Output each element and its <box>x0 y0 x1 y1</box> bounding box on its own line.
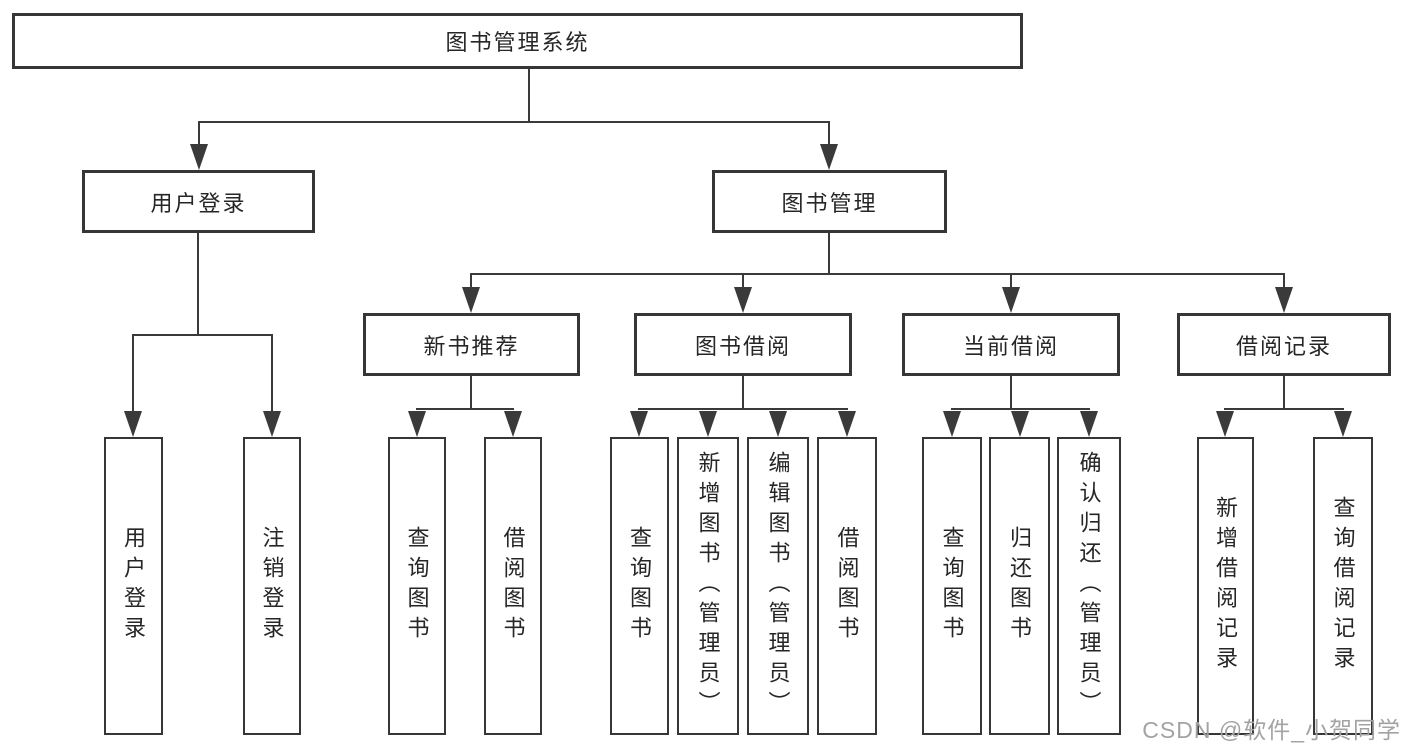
leaf-user-login: 用户登录 <box>104 437 163 735</box>
connector-line-horizontal <box>132 334 273 336</box>
node-root: 图书管理系统 <box>12 13 1023 69</box>
arrow-down-icon <box>838 411 856 437</box>
arrow-down-icon <box>820 144 838 170</box>
leaf-label: 查询图书 <box>939 526 965 646</box>
leaf-logout: 注销登录 <box>243 437 301 735</box>
leaf-label: 用户登录 <box>121 526 147 646</box>
leaf-br-query-record: 查询借阅记录 <box>1313 437 1373 735</box>
leaf-label: 借阅图书 <box>834 526 860 646</box>
connector-line-vertical <box>742 273 744 291</box>
arrow-down-icon <box>190 144 208 170</box>
arrow-down-icon <box>1011 411 1029 437</box>
connector-line-horizontal <box>198 121 830 123</box>
watermark: CSDN @软件_小贺同学 <box>1142 717 1401 743</box>
connector-line-vertical <box>271 334 273 416</box>
leaf-cb-confirm-return-admin: 确认归还（管理员） <box>1057 437 1121 735</box>
leaf-label: 编辑图书（管理员） <box>765 451 791 721</box>
arrow-down-icon <box>408 411 426 437</box>
node-book-borrow: 图书借阅 <box>634 313 852 376</box>
connector-line-vertical <box>828 121 830 151</box>
connector-line-horizontal <box>470 273 1285 275</box>
leaf-bb-query-books: 查询图书 <box>610 437 669 735</box>
node-new-book-recommend: 新书推荐 <box>363 313 580 376</box>
connector-line-vertical <box>528 68 530 123</box>
connector-line-vertical <box>1283 375 1285 410</box>
arrow-down-icon <box>630 411 648 437</box>
leaf-label: 归还图书 <box>1007 526 1033 646</box>
connector-line-vertical <box>470 375 472 410</box>
connector-line-horizontal <box>638 408 848 410</box>
leaf-label: 注销登录 <box>259 526 285 646</box>
leaf-bb-borrow-books: 借阅图书 <box>817 437 877 735</box>
node-user-login: 用户登录 <box>82 170 315 233</box>
leaf-cb-return-books: 归还图书 <box>989 437 1050 735</box>
arrow-down-icon <box>769 411 787 437</box>
arrow-down-icon <box>1002 287 1020 313</box>
connector-line-horizontal <box>1224 408 1344 410</box>
node-borrow-records: 借阅记录 <box>1177 313 1391 376</box>
leaf-label: 借阅图书 <box>500 526 526 646</box>
connector-line-vertical <box>1283 273 1285 291</box>
leaf-cb-query-books: 查询图书 <box>922 437 982 735</box>
node-book-management: 图书管理 <box>712 170 947 233</box>
connector-line-vertical <box>470 273 472 291</box>
connector-line-vertical <box>742 375 744 410</box>
leaf-br-add-record: 新增借阅记录 <box>1197 437 1254 735</box>
leaf-label: 确认归还（管理员） <box>1076 451 1102 721</box>
arrow-down-icon <box>699 411 717 437</box>
leaf-label: 新增借阅记录 <box>1213 496 1239 676</box>
leaf-label: 查询图书 <box>627 526 653 646</box>
connector-line-horizontal <box>951 408 1090 410</box>
leaf-label: 新增图书（管理员） <box>695 451 721 721</box>
arrow-down-icon <box>263 411 281 437</box>
arrow-down-icon <box>124 411 142 437</box>
arrow-down-icon <box>1080 411 1098 437</box>
arrow-down-icon <box>1275 287 1293 313</box>
connector-line-vertical <box>132 334 134 416</box>
leaf-bb-edit-books-admin: 编辑图书（管理员） <box>747 437 809 735</box>
arrow-down-icon <box>1334 411 1352 437</box>
connector-line-horizontal <box>416 408 514 410</box>
leaf-nb-query-books: 查询图书 <box>388 437 446 735</box>
connector-line-vertical <box>198 121 200 151</box>
arrow-down-icon <box>462 287 480 313</box>
connector-line-vertical <box>828 232 830 275</box>
leaf-label: 查询借阅记录 <box>1330 496 1356 676</box>
connector-line-vertical <box>1010 375 1012 410</box>
arrow-down-icon <box>1216 411 1234 437</box>
leaf-bb-add-books-admin: 新增图书（管理员） <box>677 437 739 735</box>
arrow-down-icon <box>504 411 522 437</box>
arrow-down-icon <box>943 411 961 437</box>
leaf-label: 查询图书 <box>404 526 430 646</box>
leaf-nb-borrow-books: 借阅图书 <box>484 437 542 735</box>
arrow-down-icon <box>734 287 752 313</box>
node-current-borrow: 当前借阅 <box>902 313 1120 376</box>
connector-line-vertical <box>197 232 199 336</box>
connector-line-vertical <box>1010 273 1012 291</box>
